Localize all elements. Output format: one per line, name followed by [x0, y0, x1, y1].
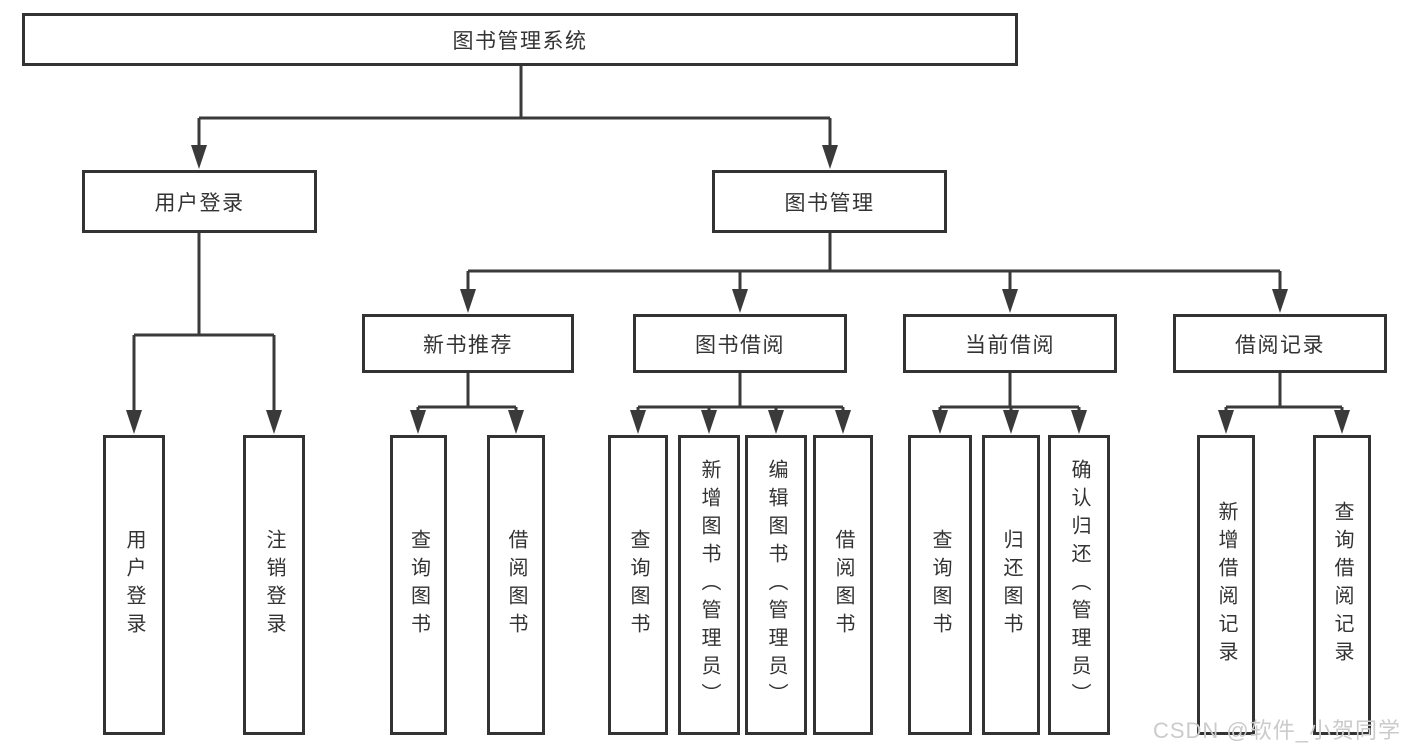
leaf-label: 借阅图书	[832, 529, 854, 641]
connector-user-login-branch	[126, 233, 282, 434]
leaf-label: 注销登录	[263, 529, 285, 641]
connector-root-to-level2	[191, 66, 838, 169]
node-label: 借阅记录	[1235, 333, 1325, 357]
connector-book-borrow-branch	[630, 373, 851, 434]
leaf-label: 查询图书	[627, 529, 649, 641]
leaf-borrow-add-books-admin: 新增图书（管理员）	[678, 435, 740, 735]
leaf-current-return-books: 归还图书	[982, 435, 1040, 735]
leaf-user-login: 用户登录	[103, 435, 165, 735]
leaf-label: 查询图书	[929, 529, 951, 641]
leaf-label: 查询借阅记录	[1331, 501, 1353, 669]
csdn-watermark: CSDN @软件_小贺同学	[1152, 718, 1401, 743]
leaf-label: 用户登录	[123, 529, 145, 641]
node-label: 用户登录	[154, 191, 245, 215]
node-book-borrowing: 图书借阅	[633, 314, 847, 373]
leaf-borrow-edit-books-admin: 编辑图书（管理员）	[745, 435, 807, 735]
node-label: 图书管理	[784, 191, 875, 215]
leaf-current-query-books: 查询图书	[908, 435, 972, 735]
leaf-label: 借阅图书	[505, 529, 527, 641]
node-label: 当前借阅	[965, 333, 1055, 357]
node-new-book-recommendation: 新书推荐	[362, 314, 574, 373]
node-label: 新书推荐	[423, 333, 513, 357]
leaf-label: 查询图书	[407, 529, 430, 641]
leaf-borrow-borrow-books: 借阅图书	[813, 435, 873, 735]
leaf-label: 编辑图书（管理员）	[765, 459, 787, 711]
node-user-login: 用户登录	[82, 170, 317, 233]
connector-book-mgmt-branch	[460, 233, 1288, 313]
connector-new-book-rec-branch	[410, 373, 524, 434]
leaf-logout: 注销登录	[243, 435, 305, 735]
leaf-rec-borrow-books: 借阅图书	[487, 435, 545, 735]
node-borrowing-records: 借阅记录	[1173, 314, 1387, 373]
leaf-rec-query-books: 查询图书	[390, 435, 447, 735]
leaf-label: 确认归还（管理员）	[1068, 459, 1090, 711]
leaf-records-query-record: 查询借阅记录	[1313, 435, 1371, 735]
node-label: 图书管理系统	[452, 29, 588, 53]
leaf-label: 归还图书	[1000, 529, 1022, 641]
leaf-label: 新增图书（管理员）	[698, 459, 720, 711]
connector-borrow-records-branch	[1218, 373, 1350, 434]
node-root-library-system: 图书管理系统	[22, 13, 1018, 66]
connector-current-borrow-branch	[932, 373, 1087, 434]
leaf-records-add-record: 新增借阅记录	[1197, 435, 1255, 735]
node-label: 图书借阅	[695, 333, 785, 357]
node-current-borrowing: 当前借阅	[903, 314, 1117, 373]
leaf-label: 新增借阅记录	[1215, 501, 1237, 669]
node-book-management: 图书管理	[712, 170, 947, 233]
leaf-current-confirm-return-admin: 确认归还（管理员）	[1048, 435, 1110, 735]
leaf-borrow-query-books: 查询图书	[608, 435, 668, 735]
